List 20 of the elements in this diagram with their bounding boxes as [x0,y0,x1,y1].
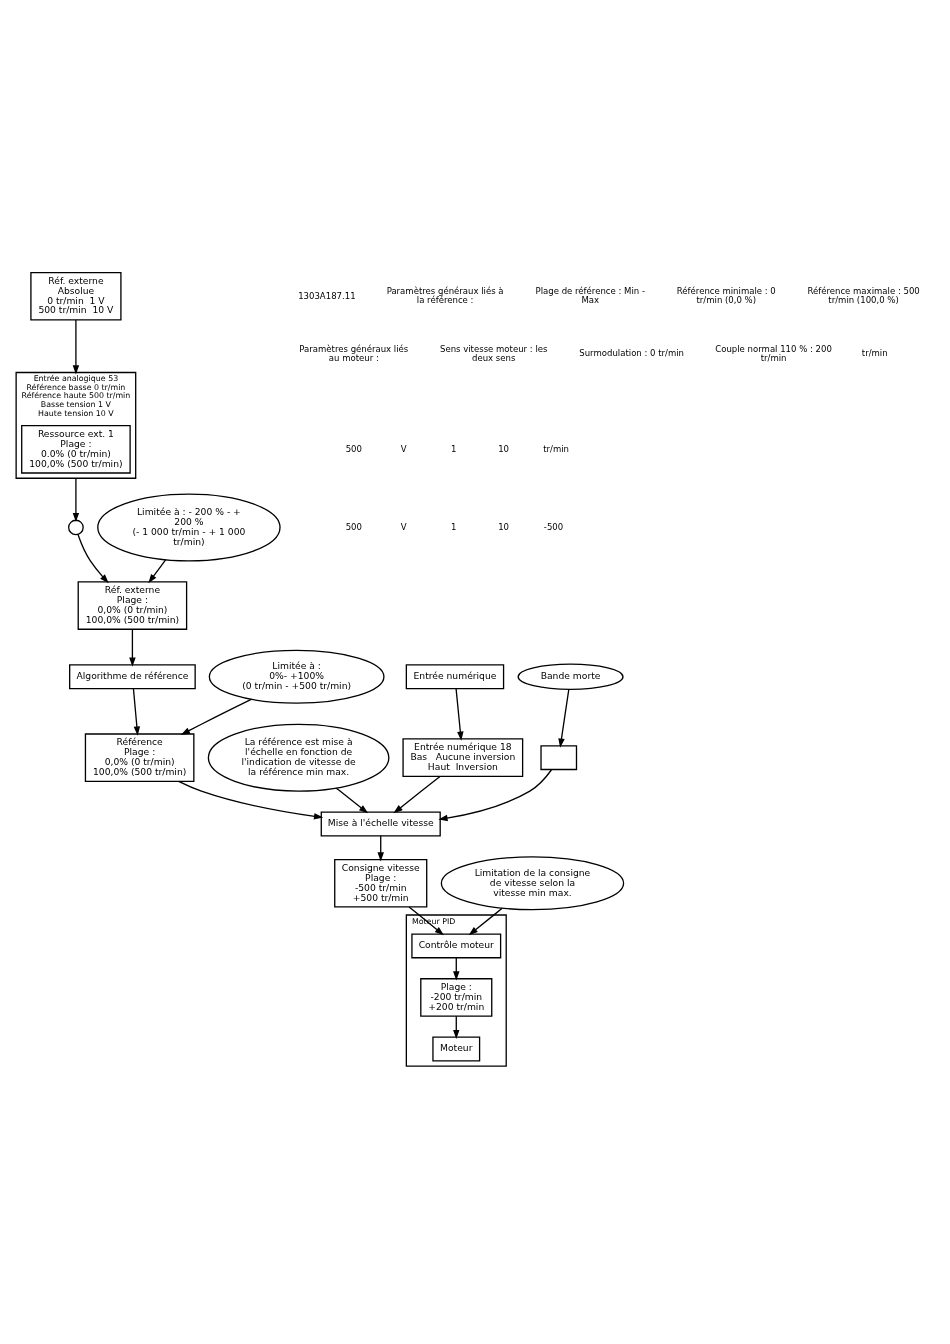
label: 500 [345,521,362,532]
label: Surmodulation : 0 tr/min [579,348,685,359]
label: 1 [450,521,457,532]
label: Couple normal 110 % : 200 tr/min [715,343,832,363]
label: 10 [498,521,510,532]
label: Plage de référence : Min - Max [535,285,646,306]
label: V [400,443,407,454]
label: tr/min [543,443,570,454]
label: tr/min [861,348,888,359]
label: Référence maximale : 500 tr/min (100,0 %) [807,285,920,306]
label: V [400,521,407,532]
label: 500 [345,443,362,454]
label: 1 [450,443,457,454]
label: Référence minimale : 0 tr/min (0,0 %) [676,285,776,306]
label: Paramètres généraux liés à la référence : [386,285,504,306]
label: 1303A187.11 [298,290,356,301]
label: Sens vitesse moteur : les deux sens [439,343,548,363]
label: Paramètres généraux liés au moteur : [299,343,409,363]
label: -500 [543,521,564,532]
label: 10 [498,443,510,454]
